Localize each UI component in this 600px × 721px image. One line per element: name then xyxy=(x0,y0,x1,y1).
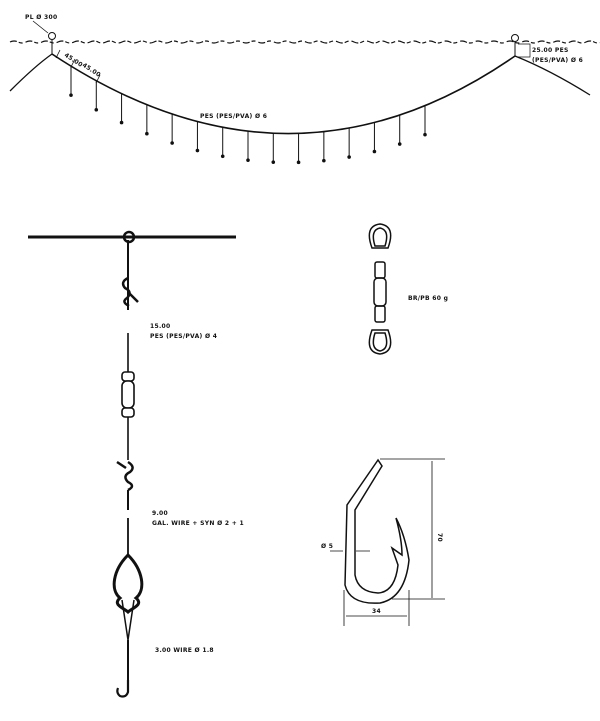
swivel-detail: BR/PB 60 g xyxy=(368,223,448,355)
mainline xyxy=(51,53,516,135)
hook-wire-diameter: Ø 5 xyxy=(321,543,333,550)
float-line-dimension xyxy=(518,43,531,58)
mainline-end-right xyxy=(514,55,591,96)
swivel-label: BR/PB 60 g xyxy=(408,295,448,302)
hook-mark xyxy=(145,131,149,136)
middle-spec: GAL. WIRE + SYN Ø 2 + 1 xyxy=(152,520,244,527)
hook-mark xyxy=(246,158,250,162)
float-right xyxy=(511,34,519,42)
hook-mark xyxy=(423,132,427,137)
hook-small xyxy=(116,680,130,698)
hook-mark xyxy=(372,149,377,154)
hook-outline xyxy=(344,458,410,604)
hook-mark xyxy=(170,141,174,145)
upper-knot xyxy=(121,276,139,308)
hook-mark xyxy=(195,148,200,153)
float-left xyxy=(48,32,56,40)
upper-length: 15.00 xyxy=(150,323,170,330)
middle-length: 9.00 xyxy=(152,510,168,517)
branchline-droppers xyxy=(69,66,427,165)
lower-knot xyxy=(116,460,134,492)
hook-height: 70 xyxy=(436,533,443,542)
hook-detail: Ø 5 70 34 xyxy=(321,458,445,626)
hook-mark xyxy=(347,155,351,159)
float-line-spec: (PES/PVA) Ø 6 xyxy=(532,57,583,64)
section-dimension xyxy=(55,49,101,84)
mainline-label: PES (PES/PVA) Ø 6 xyxy=(200,113,267,120)
float-line-length: 25.00 PES xyxy=(532,47,569,54)
float-label: PL Ø 300 xyxy=(25,14,57,21)
swivel-inline xyxy=(121,371,135,418)
lower-spec: 3.00 WIRE Ø 1.8 xyxy=(155,647,214,654)
hook-width: 34 xyxy=(372,608,381,615)
lead-sinker xyxy=(112,552,144,615)
hook-mark xyxy=(296,160,301,165)
upper-spec: PES (PES/PVA) Ø 4 xyxy=(150,333,217,340)
hook-mark xyxy=(69,93,73,97)
hook-mark xyxy=(119,120,124,125)
hook-mark xyxy=(94,107,99,112)
section-b-label: 45.00 xyxy=(81,62,102,79)
hook-mark xyxy=(322,158,326,163)
hook-dimension xyxy=(330,458,445,626)
branchline-detail: 15.00 PES (PES/PVA) Ø 4 9.00 GAL. WIRE +… xyxy=(28,230,244,698)
float-pointer xyxy=(32,20,49,34)
hook-mark xyxy=(220,154,225,159)
hook-mark xyxy=(397,142,402,146)
hook-mark xyxy=(271,160,276,164)
longline-overview: PL Ø 300 25.00 PES (PES/PVA) Ø 6 45.00 4… xyxy=(9,14,600,165)
sea-surface xyxy=(9,40,600,44)
mainline-end-left xyxy=(9,53,53,92)
